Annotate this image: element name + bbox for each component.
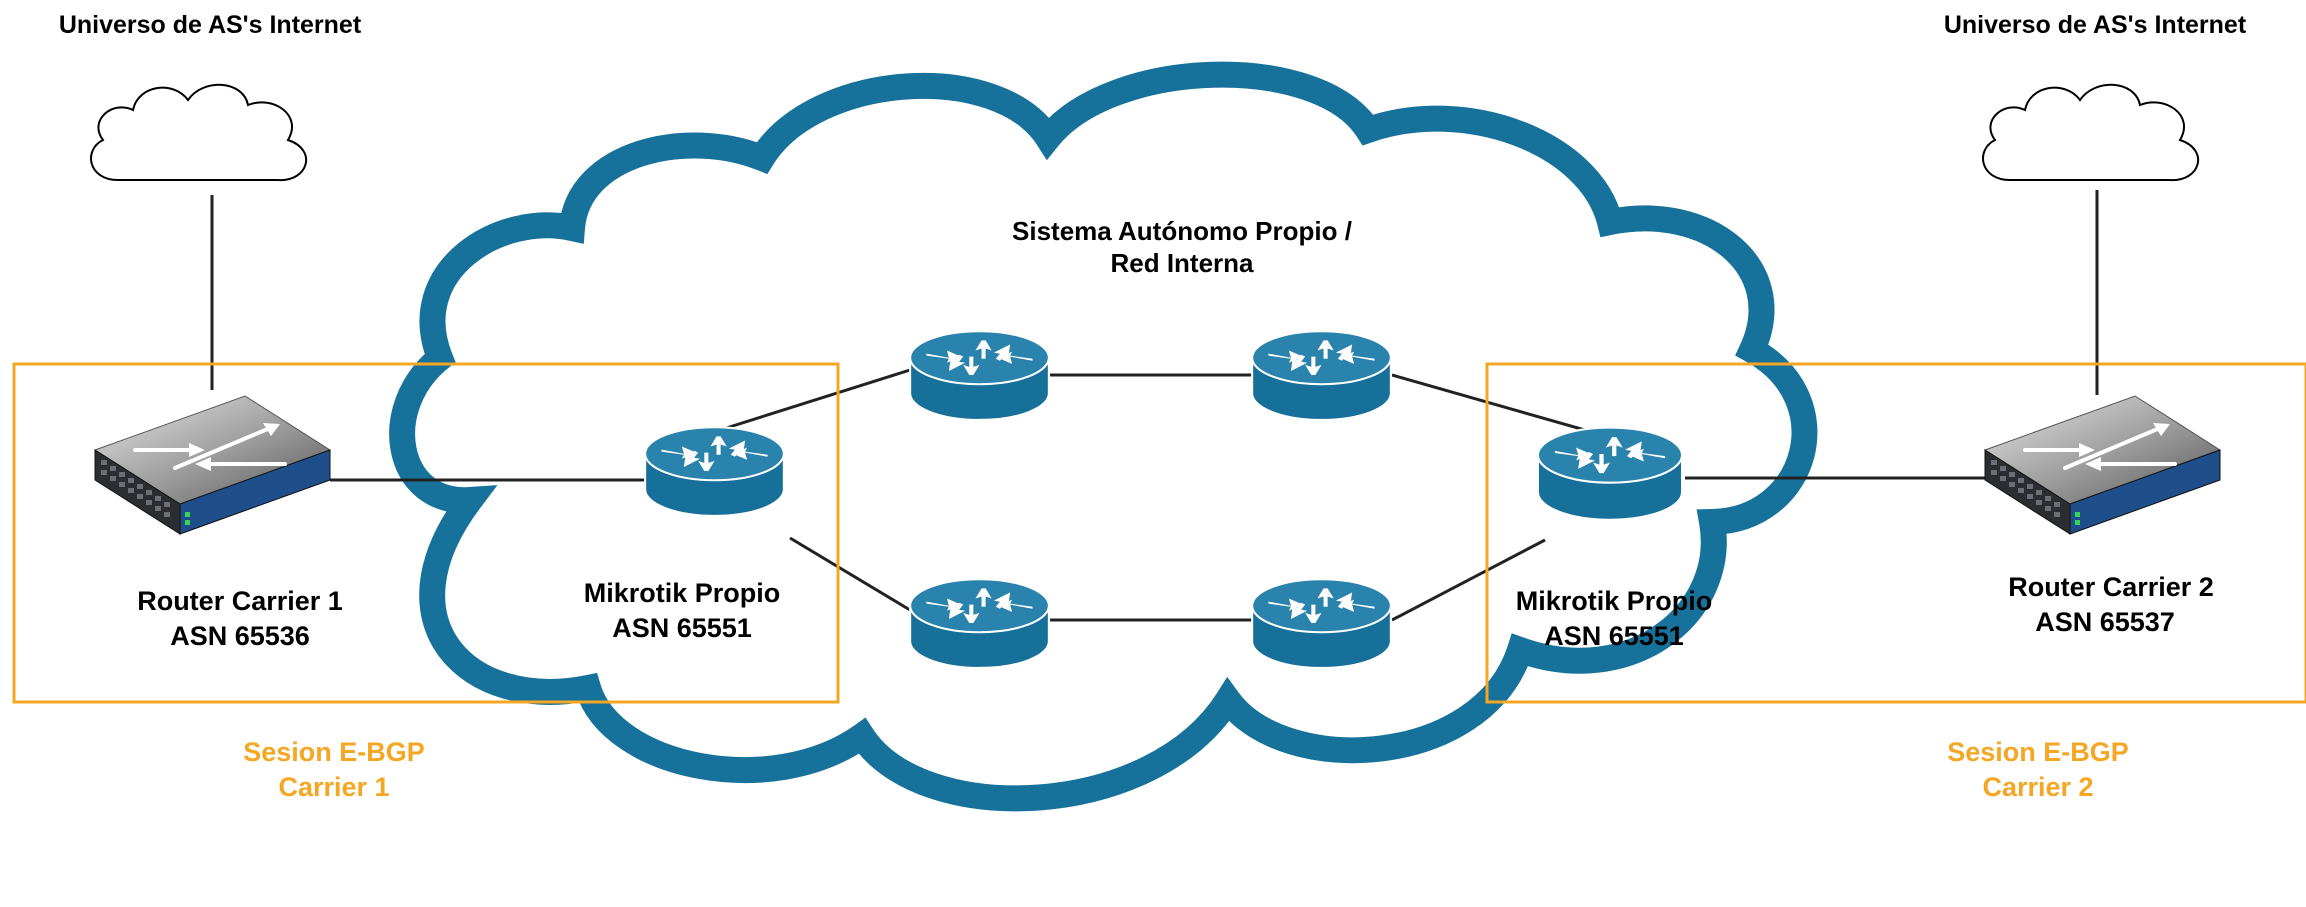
carrier-2-switch-icon[interactable] — [1983, 394, 2222, 536]
internet-left-label: Universo de AS's Internet — [59, 11, 362, 39]
internet-cloud-left-icon — [90, 83, 308, 182]
carrier2-name: Router Carrier 2 — [2008, 572, 2214, 602]
mikrotik-right-asn: ASN 65551 — [1544, 621, 1684, 651]
as-cloud — [389, 61, 1818, 812]
mikrotik-right-name: Mikrotik Propio — [1516, 586, 1713, 616]
carrier1-name: Router Carrier 1 — [137, 586, 343, 616]
session2-line1: Sesion E-BGP — [1947, 737, 2129, 767]
carrier1-asn: ASN 65536 — [170, 621, 310, 651]
carrier2-asn: ASN 65537 — [2035, 607, 2175, 637]
as-title-line1: Sistema Autónomo Propio / — [1012, 216, 1352, 246]
internal-router-top-left-icon[interactable] — [909, 330, 1050, 421]
session1-line1: Sesion E-BGP — [243, 737, 425, 767]
internet-cloud-right-icon — [1982, 83, 2200, 182]
carrier-1-switch-icon[interactable] — [93, 394, 332, 536]
session1-line2: Carrier 1 — [278, 772, 389, 802]
session2-line2: Carrier 2 — [1982, 772, 2093, 802]
mikrotik-right-router-icon[interactable] — [1536, 426, 1684, 521]
as-title-line2: Red Interna — [1110, 248, 1254, 278]
link-ml-top — [719, 368, 911, 432]
network-links — [210, 190, 2099, 622]
mikrotik-left-router-icon[interactable] — [644, 426, 785, 517]
internal-router-top-right-icon[interactable] — [1251, 330, 1392, 421]
internal-router-bottom-left-icon[interactable] — [909, 578, 1050, 669]
cloud-icon — [389, 61, 1818, 812]
session-box-carrier-1 — [12, 362, 840, 704]
mikrotik-left-name: Mikrotik Propio — [584, 578, 781, 608]
mikrotik-left-asn: ASN 65551 — [612, 613, 752, 643]
session-box-carrier-2 — [1485, 362, 2306, 704]
internal-router-bottom-right-icon[interactable] — [1251, 578, 1392, 669]
link-bottom-mr — [1391, 538, 1546, 622]
link-ml-bottom — [789, 536, 911, 612]
internet-right-label: Universo de AS's Internet — [1944, 11, 2247, 39]
